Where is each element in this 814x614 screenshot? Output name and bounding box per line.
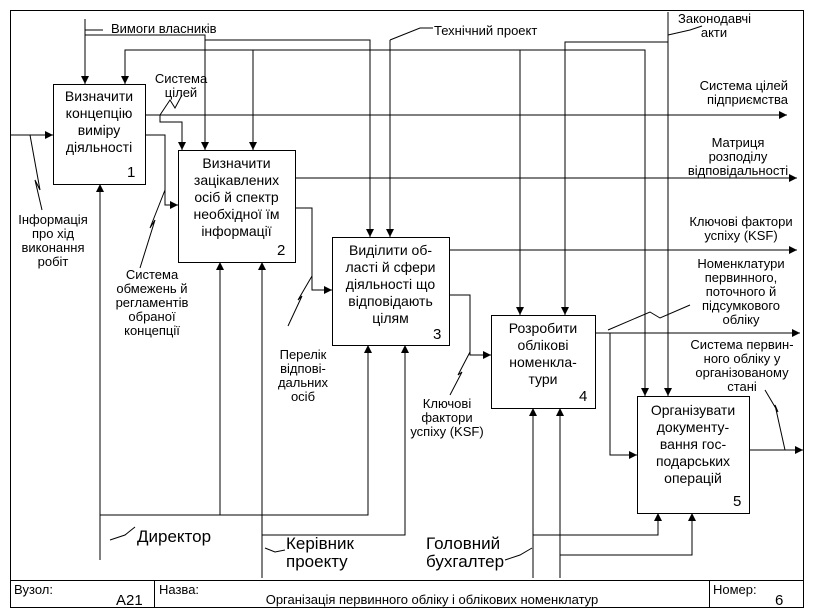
squiggle-responsible [287,275,313,327]
footer-name-value: Організація первинного обліку і облікови… [265,592,599,607]
label-project-manager: Керівник проекту [286,534,354,571]
footer-number-value: 6 [775,592,784,609]
label-chief-accountant: Головний бухгалтер [426,534,505,571]
arrow-tech-to-box5 [520,49,649,396]
arrow-ca-to-box5-b [560,513,696,556]
arrow-pm-to-box3 [262,345,409,536]
activity-box-1[interactable] [53,84,146,185]
label-nomenclatures: Номенклатури первинного, поточного й під… [697,256,785,327]
label-owners-requirements: Вимоги власників [111,21,217,36]
activity-box-3[interactable] [332,237,450,346]
arrow-box4-to-box5 [609,333,637,459]
label-ksf-2: Ключові фактори успіху (KSF) [410,396,484,439]
squiggle-constraints [139,189,166,269]
squiggle-laws [667,25,703,36]
label-responsibility-matrix: Матриця розподілу відповідальності [687,135,789,178]
activity-box-4[interactable] [491,315,596,409]
arrow-laws-to-box4 [561,41,668,315]
footer-name-label: Назва: [159,582,200,597]
label-director: Директор [137,527,212,546]
arrow-director-to-box3 [220,345,372,516]
arrow-box1-to-box2-input [145,134,178,209]
activity-box-5[interactable] [637,396,750,514]
squiggle-nomenclatures [607,304,691,331]
squiggle-accounting [764,389,786,451]
diagram-frame [10,10,804,608]
activity-box-2[interactable] [178,150,296,263]
squiggle-ca [504,547,533,561]
label-technical-project: Технічний проект [434,23,538,38]
box2-number: 2 [277,242,286,259]
squiggle-input [29,134,43,211]
box3-label: Виділити об- ласті й сфери діяльності що… [345,242,436,326]
box3-number: 3 [433,326,442,343]
squiggle-pm [264,547,286,553]
box1-label: Визначити концепцію виміру діяльності [64,88,134,155]
label-constraints: Система обмежень й регламентів обраної к… [115,267,189,338]
box1-number: 1 [127,164,136,181]
arrow-owners-to-box2 [85,34,209,150]
box4-label: Розробити облікові номенкла- тури [508,320,578,387]
label-goal-system: Система цілей [154,71,208,100]
label-legislative-acts: Законодавчі акти [678,11,752,40]
footer-node-label: Вузол: [14,582,53,597]
box2-label: Визначити зацікавлених осіб й спектр нео… [193,155,280,239]
arrow-box2-to-box3 [295,207,332,294]
arrow-box1-to-box2-control [159,115,186,150]
squiggle-goals [159,94,183,116]
label-work-info: Інформація про хід виконання робіт [18,212,88,269]
box4-number: 4 [579,388,588,405]
label-enterprise-goals: Система цілей підприємства [699,78,788,107]
arrow-owners-to-box3 [205,39,374,237]
label-ksf-1: Ключові фактори успіху (KSF) [689,214,793,243]
box5-label: Організувати документу- вання гос- подар… [650,402,736,486]
label-responsible-list: Перелік відпові- дальних осіб [277,347,329,404]
squiggle-director [109,526,136,541]
box5-number: 5 [733,493,742,510]
squiggle-tech [389,27,433,41]
label-accounting-system: Система первин- ного обліку у організова… [690,337,794,394]
arrow-ca-to-box5 [533,513,662,536]
arrow-tech-to-box1 [121,40,391,84]
footer-node-value: A21 [116,592,143,609]
squiggle-ksf2 [449,351,471,396]
arrow-box3-to-box4 [449,294,491,359]
footer-number-label: Номер: [713,582,757,597]
